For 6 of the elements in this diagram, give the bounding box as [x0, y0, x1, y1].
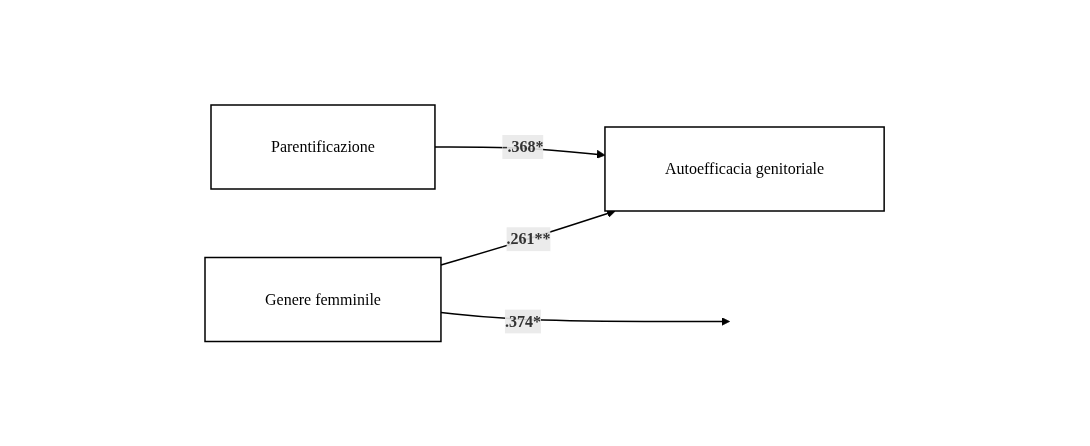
- node-box: Genere femminile: [204, 256, 443, 342]
- edge-label: .374*: [505, 312, 542, 330]
- edge-label: -.368*: [502, 137, 545, 155]
- node-box: Autoefficacia genitoriale: [604, 126, 886, 212]
- node-box: Parentificazione: [210, 104, 437, 190]
- edge-label: .261**: [506, 229, 551, 247]
